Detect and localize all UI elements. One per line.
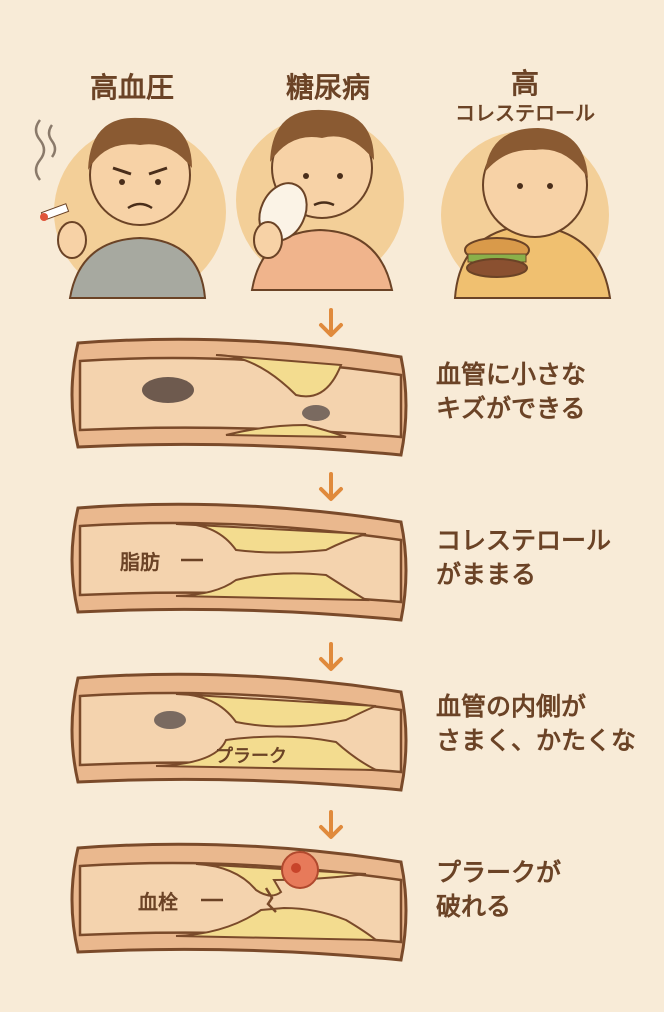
cause-label-high: 高 — [510, 67, 539, 100]
arrow-down-icon — [319, 472, 343, 501]
arrow-down-icon — [319, 642, 343, 671]
step-2-text: コレステロールがままる — [436, 526, 612, 589]
person-hypertension — [34, 117, 226, 299]
plaque-label: プラーク — [215, 746, 287, 767]
arrow-down-icon — [319, 308, 343, 337]
vessel-step-2 — [70, 502, 408, 622]
vessel-step-3 — [70, 672, 408, 792]
arrow-down-icon — [319, 810, 343, 839]
cause-label-diabetes: 糖尿病 — [285, 71, 370, 104]
vessel-step-4 — [70, 842, 408, 962]
vessel-step-1 — [70, 337, 408, 457]
fat-label: 脂肪 — [120, 550, 160, 574]
step-1-text: 血管に小さなキズができる — [436, 360, 587, 423]
thrombus-label: 血栓 — [138, 890, 178, 914]
step-3-text: 血管の内側がさまく、かたくな — [436, 692, 637, 755]
cause-label-hypertension: 高血圧 — [89, 71, 174, 104]
step-4-text: プラークが破れる — [436, 858, 562, 921]
person-diabetes — [236, 109, 404, 291]
person-cholesterol — [441, 128, 612, 299]
cause-label-cholesterol: コレステロール — [455, 101, 595, 125]
